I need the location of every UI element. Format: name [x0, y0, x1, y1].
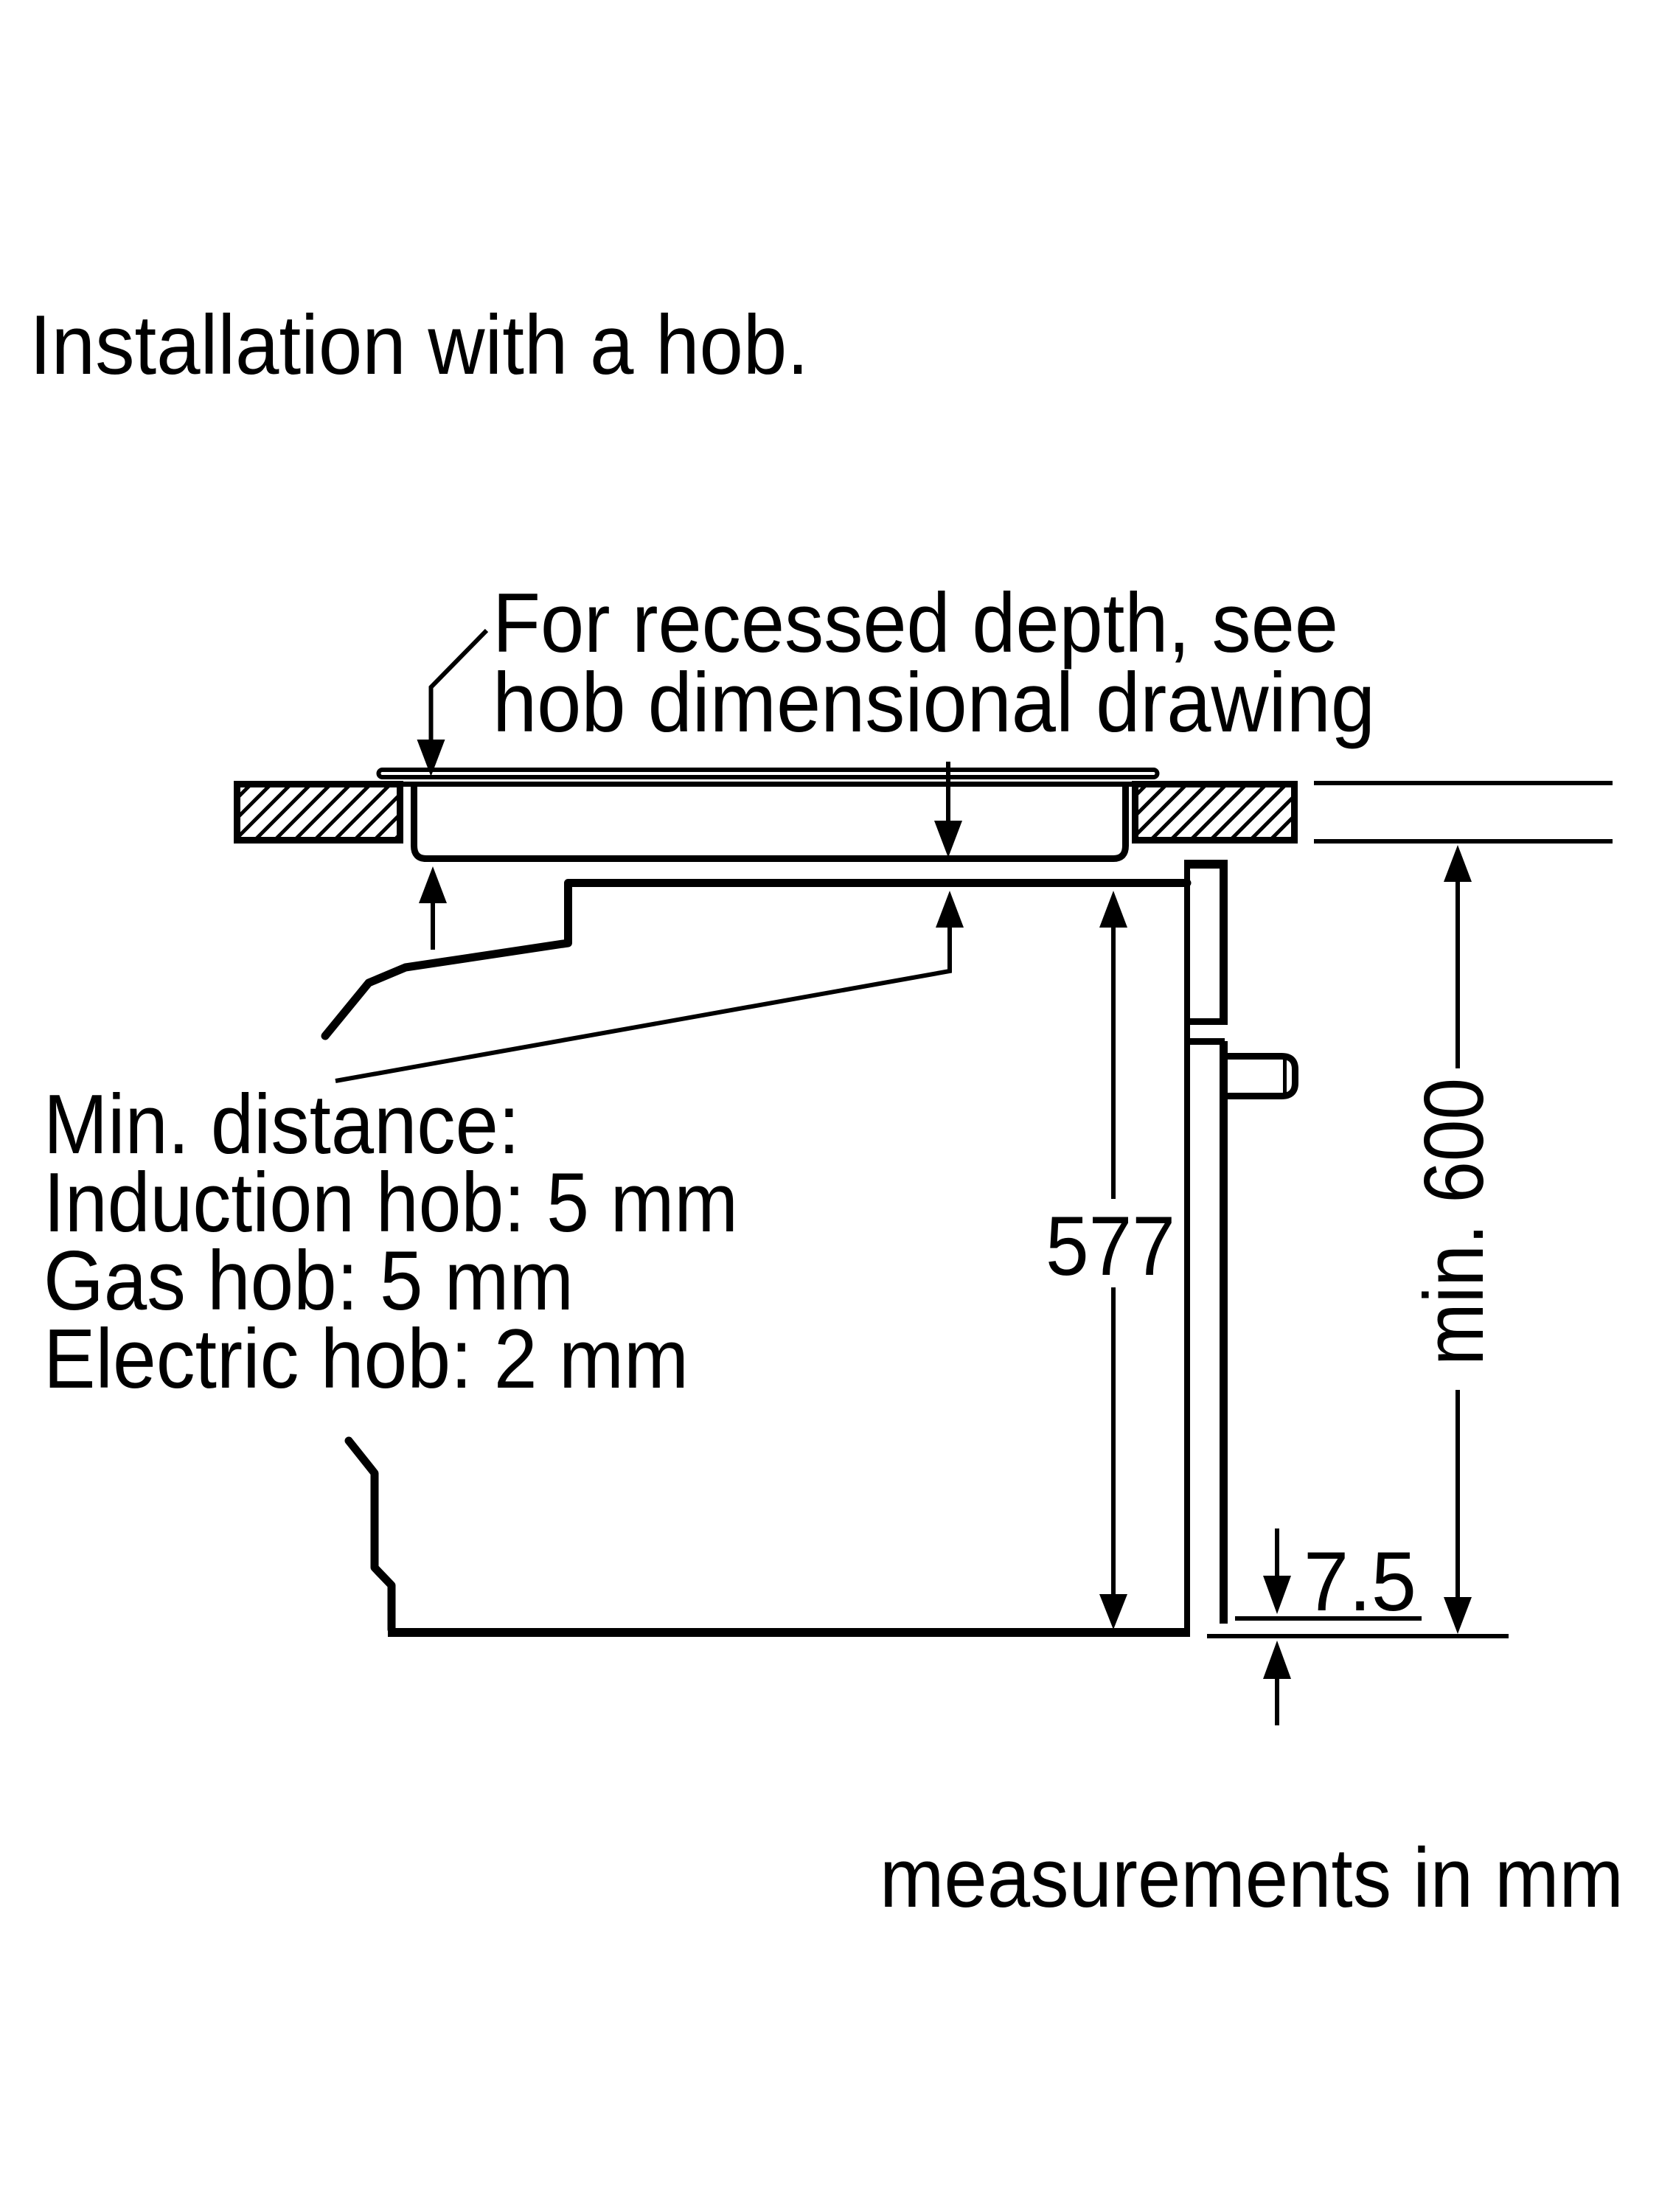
svg-text:Gas hob: 5 mm: Gas hob: 5 mm: [44, 1234, 574, 1328]
svg-text:min. 600: min. 600: [1408, 1078, 1501, 1366]
svg-text:Installation with a hob.: Installation with a hob.: [29, 299, 809, 392]
svg-text:hob dimensional drawing: hob dimensional drawing: [493, 656, 1375, 750]
svg-text:577: 577: [1046, 1200, 1175, 1293]
svg-text:Electric hob: 2 mm: Electric hob: 2 mm: [44, 1312, 689, 1406]
svg-text:Min. distance:: Min. distance:: [44, 1078, 520, 1172]
svg-text:measurements in mm: measurements in mm: [880, 1832, 1624, 1925]
svg-text:7.5: 7.5: [1304, 1535, 1416, 1629]
svg-text:Induction hob: 5 mm: Induction hob: 5 mm: [44, 1156, 738, 1250]
svg-text:For recessed depth, see: For recessed depth, see: [493, 577, 1338, 670]
